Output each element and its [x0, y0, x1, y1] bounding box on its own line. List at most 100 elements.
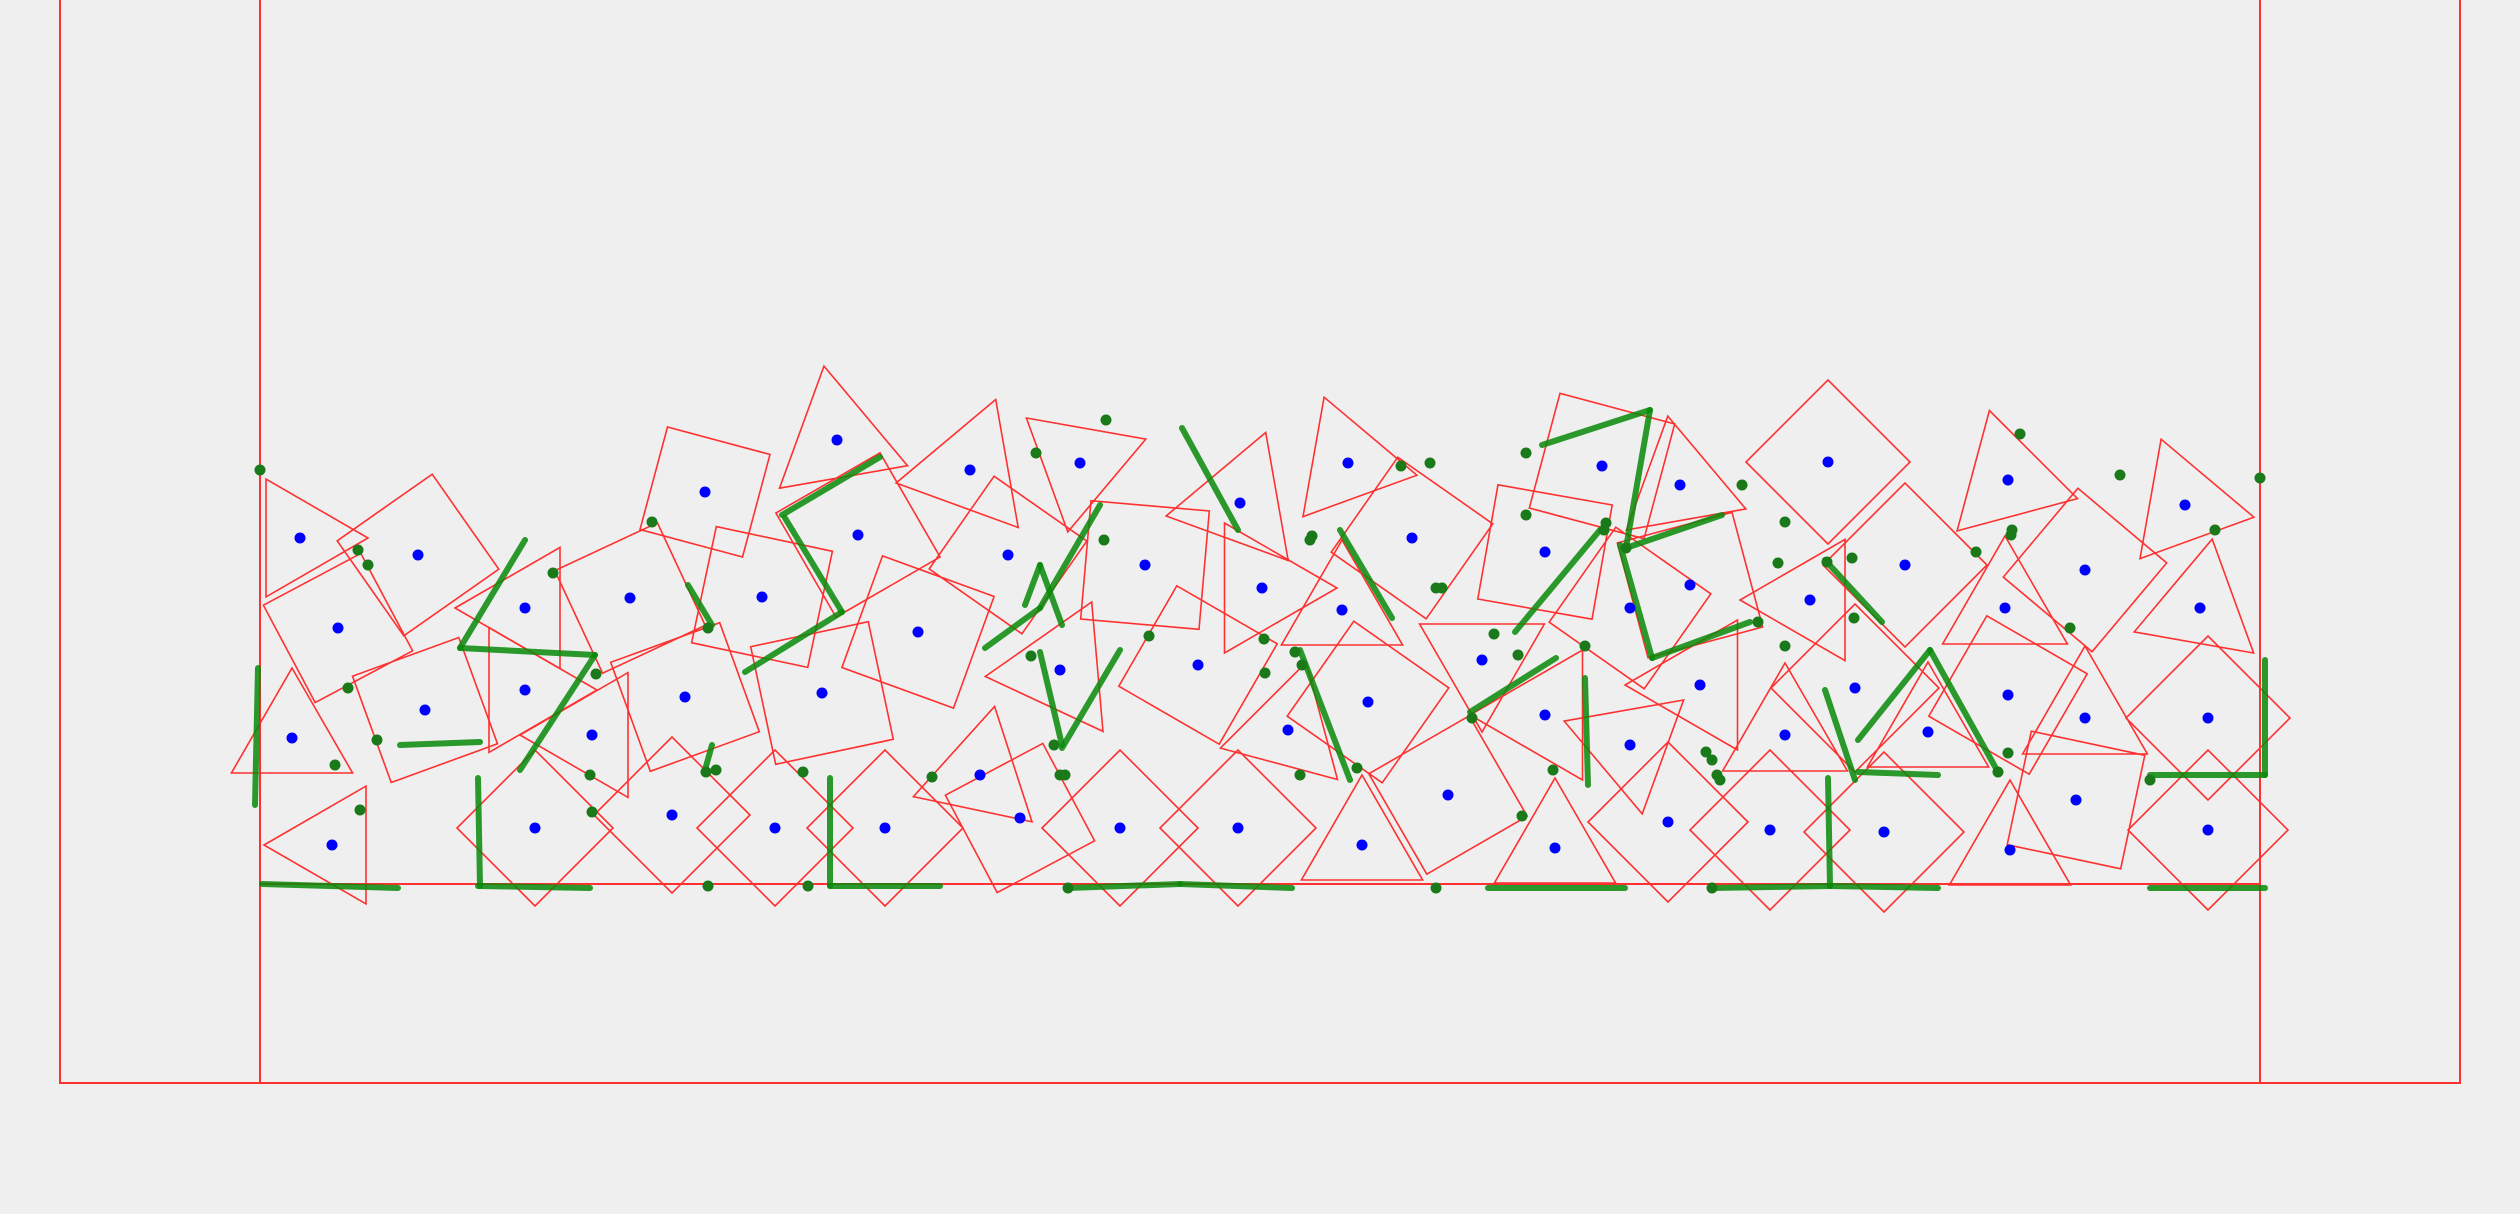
- triangle-body-57: [1866, 660, 1990, 768]
- centroid-dot-26: [974, 769, 986, 781]
- contact-point-44: [1579, 640, 1591, 652]
- contact-edge-44: [1855, 769, 1941, 778]
- triangle-body-59: [1955, 408, 2080, 533]
- triangle-body-51: [1738, 538, 1846, 662]
- centroid-dot-42: [1539, 546, 1551, 558]
- centroid-dot-30: [1192, 659, 1204, 671]
- centroid-dot-44: [1624, 602, 1636, 614]
- contact-point-75: [702, 880, 714, 892]
- centroid-dot-65: [2179, 499, 2191, 511]
- centroid-dot-41: [1539, 709, 1551, 721]
- square-body-69: [2126, 748, 2290, 912]
- contact-point-9: [329, 759, 341, 771]
- triangle-body-62: [1948, 778, 2072, 886]
- contact-point-69: [1772, 557, 1784, 569]
- centroid-dot-58: [1878, 826, 1890, 838]
- contact-edge-12: [1825, 775, 1833, 889]
- triangle-body-65: [2138, 437, 2256, 560]
- triangle-body-21: [894, 397, 1020, 529]
- contact-point-24: [1100, 414, 1112, 426]
- square-body-19: [840, 554, 996, 710]
- centroid-dot-50: [1662, 816, 1674, 828]
- triangle-body-9: [518, 671, 629, 799]
- contact-point-68: [2144, 774, 2156, 786]
- contact-point-74: [1062, 882, 1074, 894]
- centroid-dot-13: [666, 809, 678, 821]
- contact-point-11: [584, 769, 596, 781]
- centroid-dot-4: [419, 704, 431, 716]
- centroid-dot-0: [294, 532, 306, 544]
- centroid-dot-59: [2002, 474, 2014, 486]
- square-body-28: [1079, 499, 1211, 631]
- contact-point-51: [1700, 746, 1712, 758]
- centroid-dot-18: [769, 822, 781, 834]
- triangle-body-24: [1025, 416, 1148, 534]
- contact-edge-45: [1822, 687, 1858, 783]
- centroid-dot-37: [1356, 839, 1368, 851]
- centroid-dot-16: [852, 529, 864, 541]
- contact-edge-19: [702, 742, 715, 773]
- centroid-dot-36: [1362, 696, 1374, 708]
- contact-points-layer: [254, 414, 2266, 894]
- triangle-body-46: [1562, 698, 1685, 816]
- contact-point-46: [1520, 447, 1532, 459]
- contact-point-66: [2209, 524, 2221, 536]
- square-body-52: [1744, 378, 1912, 546]
- contact-edge-41: [1822, 557, 1885, 625]
- centroid-dot-32: [1256, 582, 1268, 594]
- square-body-43: [1528, 392, 1676, 540]
- square-body-63: [2002, 487, 2168, 653]
- triangle-body-25: [983, 600, 1104, 733]
- centroid-dot-53: [1899, 559, 1911, 571]
- centroid-dot-6: [519, 602, 531, 614]
- centroid-dot-52: [1822, 456, 1834, 468]
- contact-point-63: [2064, 622, 2076, 634]
- contact-point-43: [1520, 509, 1532, 521]
- contact-edge-23: [782, 515, 845, 615]
- square-body-53: [1821, 481, 1989, 649]
- contact-point-49: [1736, 479, 1748, 491]
- centroid-dot-27: [1114, 822, 1126, 834]
- contact-point-2: [362, 559, 374, 571]
- centroid-dot-29: [1234, 497, 1246, 509]
- contact-point-23: [1030, 447, 1042, 459]
- triangle-body-26: [911, 704, 1034, 823]
- contact-edge-26: [1179, 425, 1241, 533]
- centroid-dot-7: [519, 684, 531, 696]
- centroid-dot-23: [1014, 812, 1026, 824]
- contact-edge-6: [1709, 883, 1833, 891]
- triangle-body-64: [2021, 644, 2149, 755]
- centroid-dot-38: [1406, 532, 1418, 544]
- square-body-27: [1040, 748, 1200, 908]
- contact-point-21: [1059, 769, 1071, 781]
- contact-point-58: [1970, 546, 1982, 558]
- contact-point-10: [354, 804, 366, 816]
- centroid-dot-28: [1139, 559, 1151, 571]
- contact-edge-32: [1337, 527, 1395, 621]
- square-body-5: [336, 473, 500, 637]
- centroid-dot-11: [679, 691, 691, 703]
- contact-edge-31: [1297, 647, 1353, 783]
- centroid-dot-33: [1282, 724, 1294, 736]
- contact-point-4: [646, 516, 658, 528]
- contact-edge-18: [517, 652, 598, 773]
- contact-edge-35: [1512, 527, 1603, 635]
- contact-point-19: [1048, 739, 1060, 751]
- contact-point-61: [1992, 766, 2004, 778]
- contact-point-28: [1296, 659, 1308, 671]
- square-body-12: [639, 426, 771, 558]
- contact-edge-7: [1827, 883, 1941, 891]
- square-body-23: [944, 742, 1096, 894]
- contact-edge-36: [1539, 407, 1653, 448]
- contact-point-25: [1143, 630, 1155, 642]
- contact-point-70: [1848, 612, 1860, 624]
- contact-point-56: [1821, 556, 1833, 568]
- contact-edge-29: [1037, 649, 1065, 748]
- contact-point-7: [342, 682, 354, 694]
- triangle-body-54: [1721, 661, 1849, 772]
- contact-point-16: [802, 880, 814, 892]
- triangle-body-47: [1625, 414, 1748, 532]
